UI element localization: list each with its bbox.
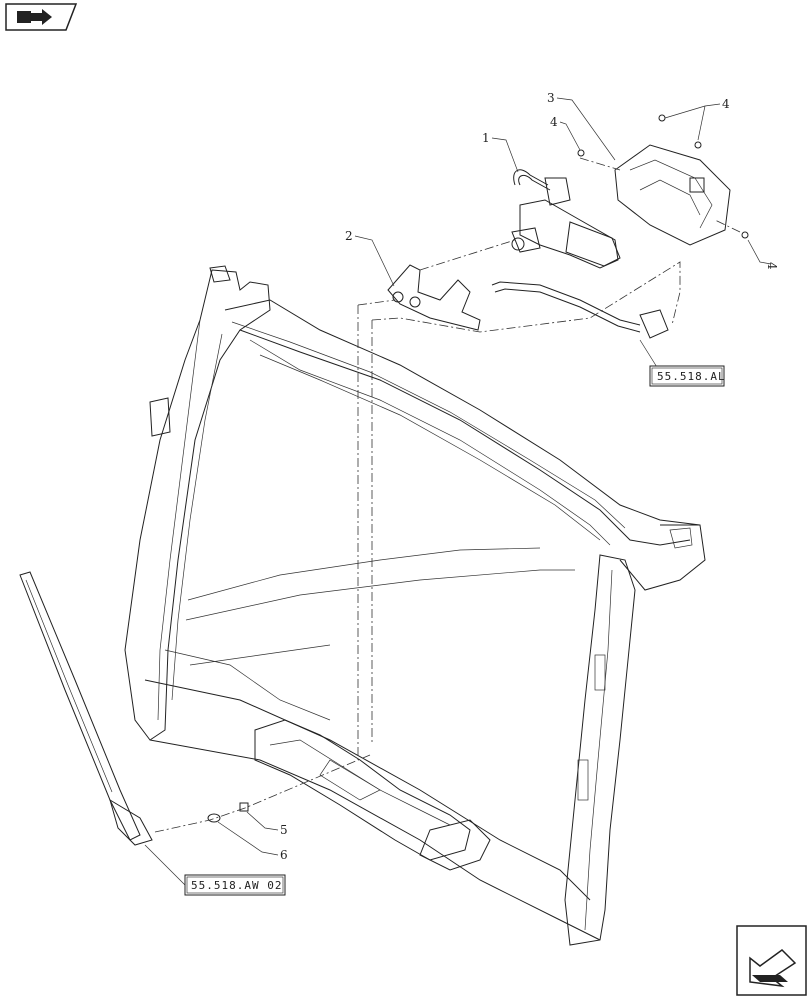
mounting-bracket bbox=[387, 264, 481, 331]
next-page-arrow-icon[interactable] bbox=[736, 925, 807, 996]
callout-1: 1 bbox=[482, 131, 490, 145]
wiper-linkage bbox=[491, 281, 669, 339]
callout-4: 4 bbox=[722, 97, 730, 111]
book-arrow-icon[interactable] bbox=[5, 3, 78, 31]
reference-box-aw[interactable]: 55.518.AW 02 bbox=[184, 874, 286, 896]
callout-4: 4 bbox=[765, 262, 779, 270]
callout-3: 3 bbox=[547, 91, 555, 105]
callout-2: 2 bbox=[345, 229, 353, 243]
motor-cover bbox=[614, 144, 731, 246]
callout-leaders bbox=[144, 97, 772, 886]
callout-6: 6 bbox=[280, 848, 288, 862]
reference-label: 55.518.AL bbox=[657, 370, 726, 383]
callout-5: 5 bbox=[280, 823, 288, 837]
reference-label: 55.518.AW 02 bbox=[191, 879, 282, 892]
windshield-frame bbox=[124, 265, 706, 946]
assembly-lines bbox=[154, 157, 741, 833]
reference-box-al[interactable]: 55.518.AL bbox=[649, 365, 726, 387]
callout-4: 4 bbox=[550, 115, 558, 129]
wiper-blade bbox=[19, 571, 153, 846]
screws bbox=[577, 114, 749, 239]
wiper-motor bbox=[511, 169, 621, 269]
spindle-parts bbox=[207, 802, 249, 823]
